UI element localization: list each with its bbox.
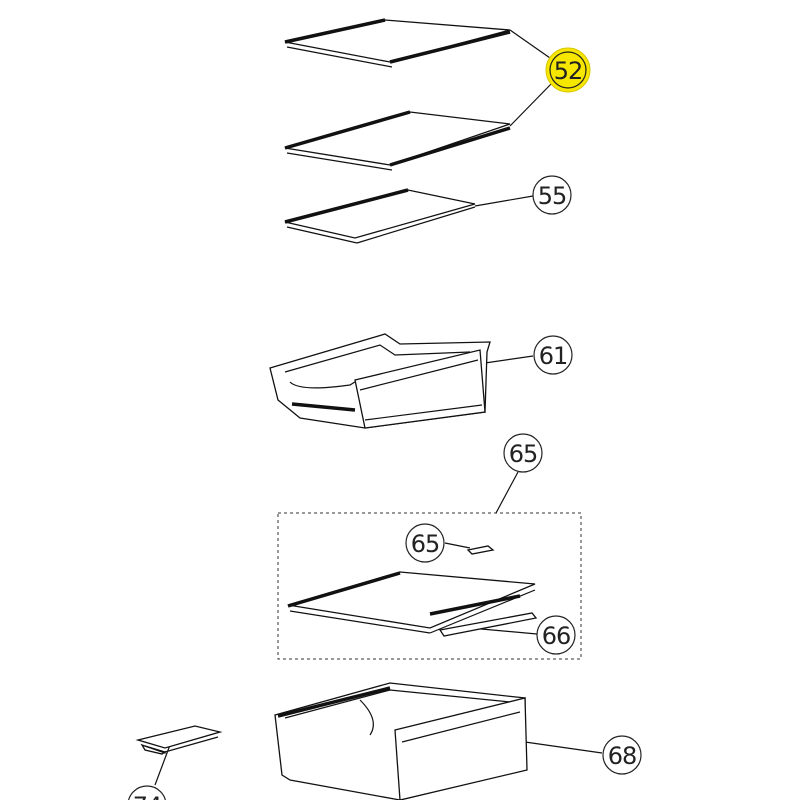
crisper-cover-glass[interactable] [287,571,536,634]
highlight-marker [545,47,591,93]
callout-label: 68 [608,742,637,770]
leader-61 [484,355,534,364]
leader-65-group [495,471,519,514]
cover-rail-66[interactable] [438,612,538,637]
leader-52b [509,81,554,127]
callout-label: 55 [538,182,567,210]
callout-52[interactable]: 52 [545,47,591,93]
callout-label: 65 [411,530,440,558]
callout-65-part[interactable]: 65 [405,523,445,563]
leader-65-part [444,542,471,549]
callout-61[interactable]: 61 [533,335,573,375]
crisper-drawer-61[interactable] [269,333,491,429]
glass-shelf-52-upper[interactable] [284,18,511,68]
callout-label: 66 [542,622,571,650]
cover-part-65[interactable] [466,545,495,555]
glass-shelf-52-lower[interactable] [284,110,511,171]
callout-74[interactable]: 74 [128,785,166,800]
leader-68 [524,741,603,754]
callout-label: 61 [539,342,568,370]
callout-label: 65 [509,440,538,468]
callout-68[interactable]: 68 [602,735,642,775]
glass-shelf-55[interactable] [284,188,476,244]
callout-66[interactable]: 66 [536,615,576,655]
callout-label: 52 [554,57,583,85]
callout-65-group[interactable]: 65 [503,433,543,473]
callout-55[interactable]: 55 [532,175,572,215]
vegetable-drawer-68[interactable] [274,682,528,800]
assembly-65-box [277,512,582,660]
egg-tray-74[interactable] [135,725,223,755]
leader-55 [474,195,534,207]
callout-label: 74 [133,792,162,800]
leader-52a [509,29,551,59]
